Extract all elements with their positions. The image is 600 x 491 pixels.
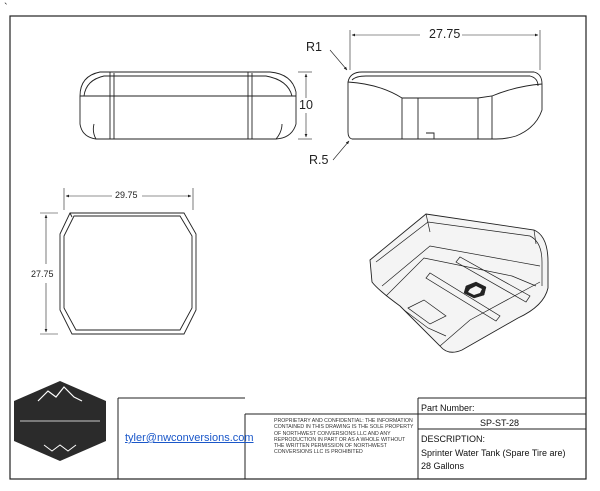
corner-mark: ` (4, 2, 8, 14)
title-block-lines (117, 397, 586, 479)
northwest-conversions-logo: NORTHWEST CONVERSIONS (10, 379, 199, 463)
side-width-label: 27.75 (429, 27, 461, 41)
isometric-details (375, 213, 543, 347)
side-height-label: 10 (299, 98, 313, 112)
top-view (59, 212, 197, 335)
sheet-border (9, 15, 587, 480)
top-width-dimension (63, 188, 194, 210)
logo-line2: CONVERSIONS (120, 423, 200, 436)
top-height-dimension (40, 212, 58, 335)
top-height-label: 27.75 (31, 269, 54, 279)
top-width-label: 29.75 (115, 190, 138, 200)
proprietary-notice: PROPRIETARY AND CONFIDENTIAL: THE INFORM… (274, 418, 414, 456)
side-view (347, 71, 543, 140)
description-label: DESCRIPTION: (421, 434, 486, 444)
logo-line1: NORTHWEST (125, 402, 195, 416)
email-link[interactable]: tyler@nwconversions.com (125, 432, 254, 444)
description-line2: 28 Gallons (421, 461, 465, 471)
part-number-value: SP-ST-28 (480, 418, 520, 428)
radius-top-label: R1 (306, 40, 322, 54)
front-view (79, 71, 297, 140)
radius-bottom-label: R.5 (309, 153, 329, 167)
logo-badge (14, 381, 106, 461)
part-number-label: Part Number: (421, 403, 475, 413)
description-line1: Sprinter Water Tank (Spare Tire are) (421, 448, 566, 458)
height-dimension (298, 71, 312, 140)
radius-leaders (329, 49, 350, 161)
width-dimension (349, 30, 541, 70)
isometric-emblem-inner (468, 286, 482, 295)
